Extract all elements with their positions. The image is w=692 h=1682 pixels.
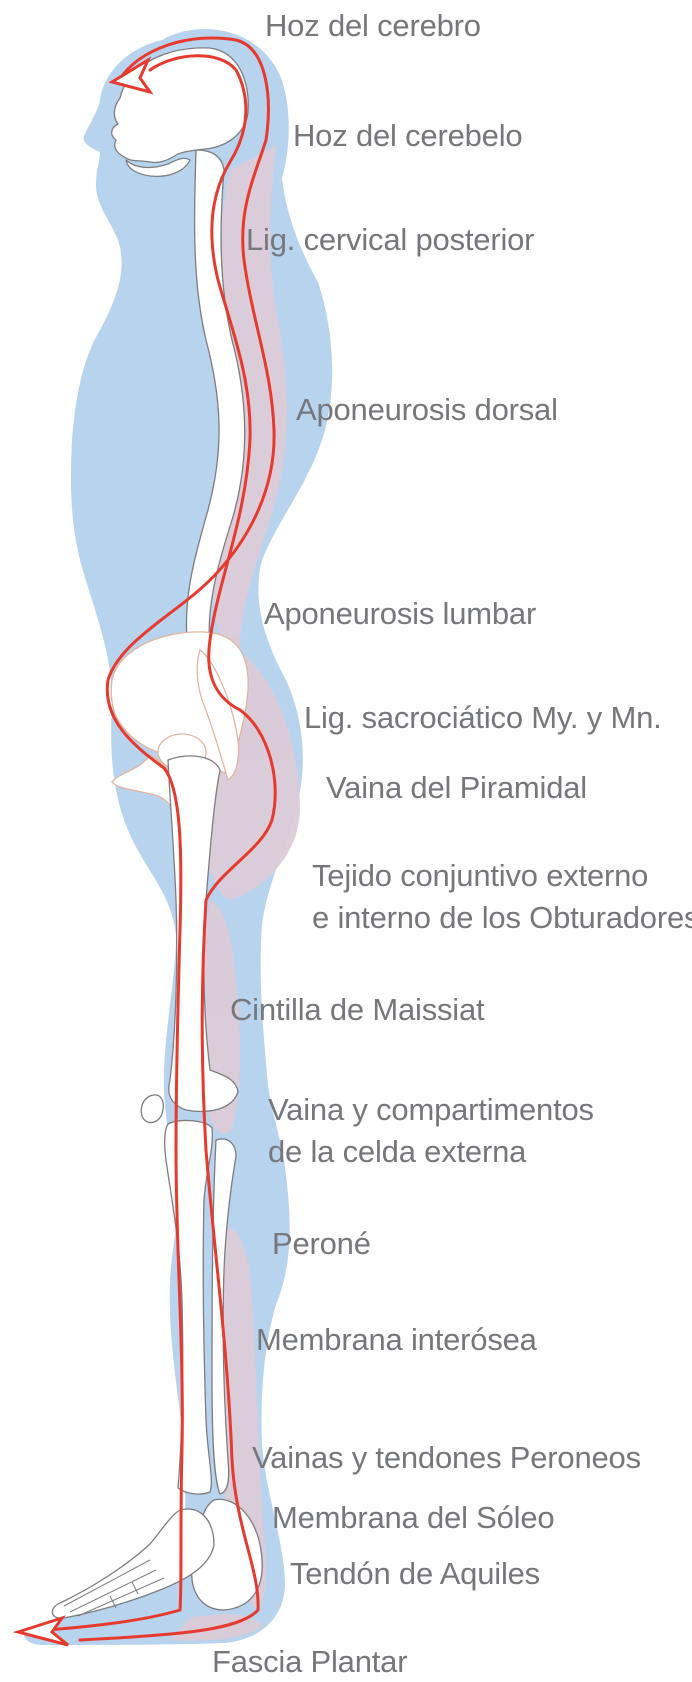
- label-aponeurosis-dorsal: Aponeurosis dorsal: [296, 392, 558, 428]
- label-hoz-cerebelo: Hoz del cerebelo: [293, 118, 522, 154]
- label-cintilla-maissiat: Cintilla de Maissiat: [230, 992, 484, 1028]
- patella: [141, 1095, 163, 1123]
- label-perone: Peroné: [272, 1226, 371, 1262]
- label-membrana-interosea: Membrana interósea: [256, 1322, 537, 1358]
- label-vaina-compartimentos-line1: Vaina y compartimentos: [268, 1092, 594, 1128]
- label-vaina-piramidal: Vaina del Piramidal: [326, 770, 587, 806]
- label-fascia-plantar: Fascia Plantar: [212, 1644, 407, 1680]
- label-vainas-tendones-peroneos: Vainas y tendones Peroneos: [252, 1440, 641, 1476]
- label-hoz-cerebro: Hoz del cerebro: [265, 8, 481, 44]
- label-vaina-compartimentos-line2: de la celda externa: [268, 1134, 526, 1170]
- label-membrana-soleo: Membrana del Sóleo: [272, 1500, 554, 1536]
- label-tendon-aquiles: Tendón de Aquiles: [290, 1556, 540, 1592]
- label-lig-cervical-posterior: Lig. cervical posterior: [246, 222, 534, 258]
- label-tejido-conjuntivo-line1: Tejido conjuntivo externo: [312, 858, 648, 894]
- label-aponeurosis-lumbar: Aponeurosis lumbar: [264, 596, 536, 632]
- label-tejido-conjuntivo-line2: e interno de los Obturadores: [312, 900, 692, 936]
- label-lig-sacrociatico: Lig. sacrociático My. y Mn.: [304, 700, 662, 736]
